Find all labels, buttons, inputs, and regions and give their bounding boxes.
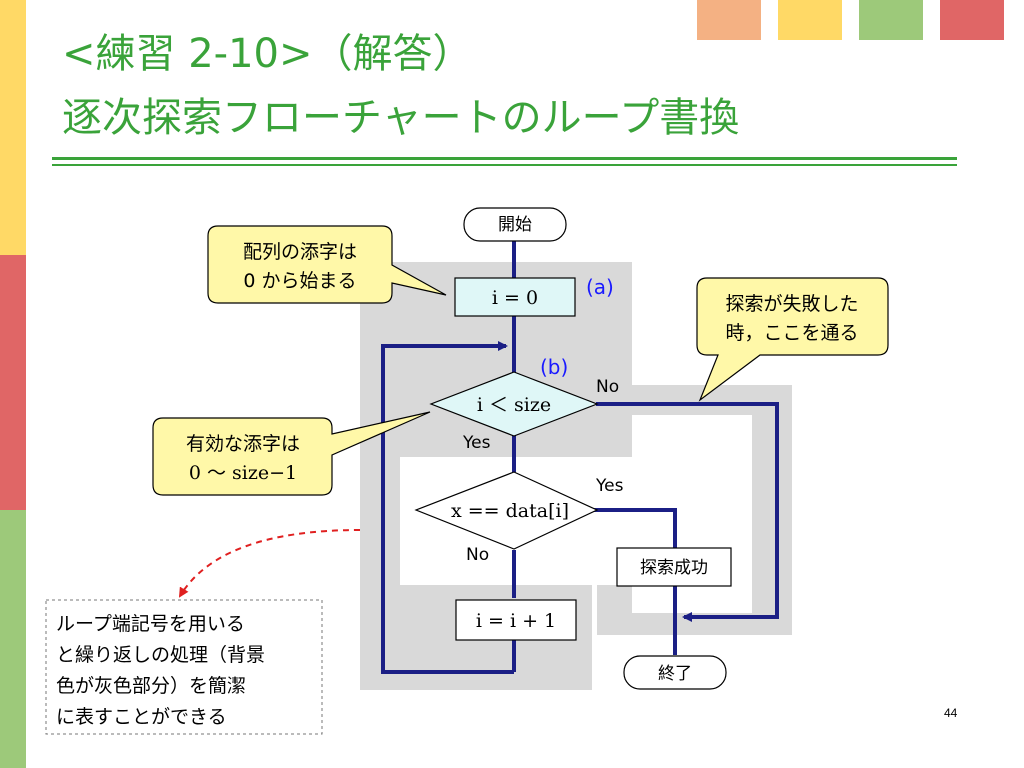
note-box: ループ端記号を用いる と繰り返しの処理（背景 色が灰色部分）を簡潔 に表すことが…	[45, 599, 323, 735]
init-process: i = 0	[454, 277, 576, 317]
callout-valid-index-line1: 有効な添字は	[186, 433, 300, 455]
increment-process: i = i + 1	[455, 599, 577, 641]
end-label: 終了	[658, 664, 692, 684]
decor-square-yellow	[778, 0, 842, 40]
loop-condition-diamond: i ＜ size	[429, 371, 599, 437]
note-line2: と繰り返しの処理（背景	[56, 644, 265, 666]
start-label: 開始	[498, 215, 532, 235]
callout-valid-index: 有効な添字は 0 〜 size−1	[152, 411, 431, 496]
callout-failure-line1: 探索が失敗した	[725, 293, 858, 315]
compare-yes-label: Yes	[595, 476, 624, 496]
decor-square-green	[859, 0, 923, 40]
success-process: 探索成功	[616, 547, 732, 587]
label-a: (a)	[586, 275, 614, 299]
decor-square-red	[940, 0, 1004, 40]
loop-condition-label: i ＜ size	[477, 394, 551, 416]
callout-index-start: 配列の添字は 0 から始まる	[207, 225, 447, 304]
start-terminal: 開始	[463, 207, 567, 242]
increment-label: i = i + 1	[476, 610, 556, 632]
callout-index-start-line1: 配列の添字は	[243, 241, 357, 263]
title-underline-thin	[52, 164, 957, 166]
success-label: 探索成功	[640, 558, 708, 578]
callout-valid-index-line2: 0 〜 size−1	[189, 462, 297, 484]
end-terminal: 終了	[623, 655, 727, 690]
loop-yes-label: Yes	[462, 433, 491, 453]
note-pointer-arrow	[178, 529, 361, 598]
init-label: i = 0	[492, 287, 538, 309]
note-line4: に表すことができる	[56, 706, 227, 728]
slide-title-line1: <練習 2-10>（解答）	[62, 31, 473, 77]
loop-no-label: No	[596, 377, 619, 397]
title-underline-thick	[52, 157, 957, 160]
callout-failure-line2: 時，ここを通る	[725, 322, 858, 344]
sidebar-segment-yellow	[0, 0, 26, 255]
page-number: 44	[944, 706, 958, 720]
slide-title-line2: 逐次探索フローチャートのループ書換	[62, 95, 740, 141]
compare-diamond: x == data[i]	[414, 471, 599, 550]
compare-no-label: No	[466, 545, 489, 565]
label-b: (b)	[540, 355, 568, 379]
callout-failure: 探索が失敗した 時，ここを通る	[696, 277, 889, 402]
flow-lines	[381, 241, 779, 674]
note-line3: 色が灰色部分）を簡潔	[56, 675, 246, 697]
sidebar-segment-green	[0, 510, 26, 768]
note-line1: ループ端記号を用いる	[56, 613, 245, 635]
callout-index-start-line2: 0 から始まる	[243, 270, 356, 292]
compare-label: x == data[i]	[451, 500, 569, 522]
sidebar-segment-red	[0, 255, 26, 510]
decor-square-orange	[697, 0, 761, 40]
